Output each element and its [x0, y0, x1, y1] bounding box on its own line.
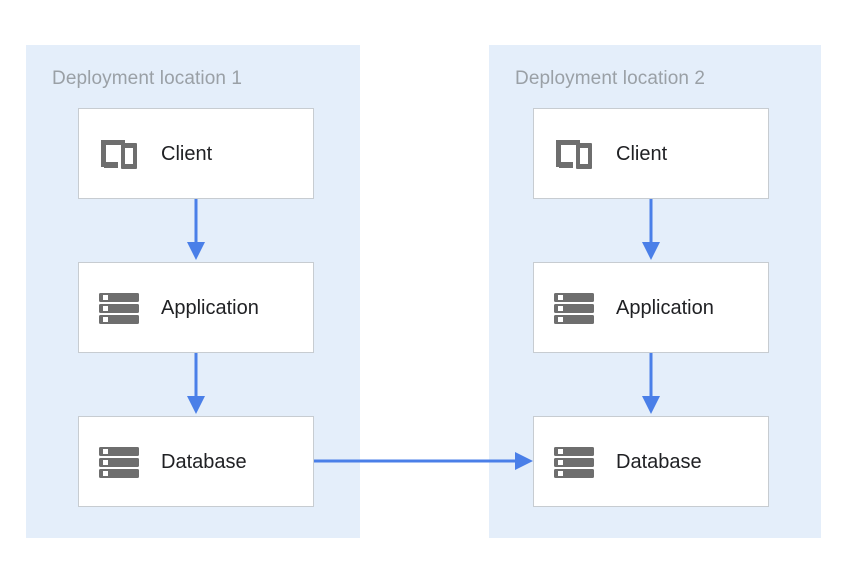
node-application-location-1[interactable]: Application: [78, 262, 314, 353]
node-client-location-2[interactable]: Client: [533, 108, 769, 199]
zone-2-label: Deployment location 2: [515, 68, 706, 89]
server-icon: [99, 446, 139, 478]
node-label-database-location-2: Database: [616, 450, 702, 473]
node-label-application-location-2: Application: [616, 296, 714, 319]
node-label-client-location-2: Client: [616, 142, 668, 165]
node-label-client-location-1: Client: [161, 142, 213, 165]
node-database-location-2[interactable]: Database: [533, 416, 769, 507]
server-icon: [554, 446, 594, 478]
deployment-zone-2: Deployment location 2 Client Application: [489, 45, 821, 538]
deployment-zone-1: Deployment location 1 Client Application: [26, 45, 360, 538]
node-database-location-1[interactable]: Database: [78, 416, 314, 507]
node-client-location-1[interactable]: Client: [78, 108, 314, 199]
server-icon: [99, 292, 139, 324]
node-label-application-location-1: Application: [161, 296, 259, 319]
devices-icon: [101, 139, 137, 169]
server-icon: [554, 292, 594, 324]
node-label-database-location-1: Database: [161, 450, 247, 473]
zone-1-label: Deployment location 1: [52, 68, 243, 89]
node-application-location-2[interactable]: Application: [533, 262, 769, 353]
devices-icon: [556, 139, 592, 169]
